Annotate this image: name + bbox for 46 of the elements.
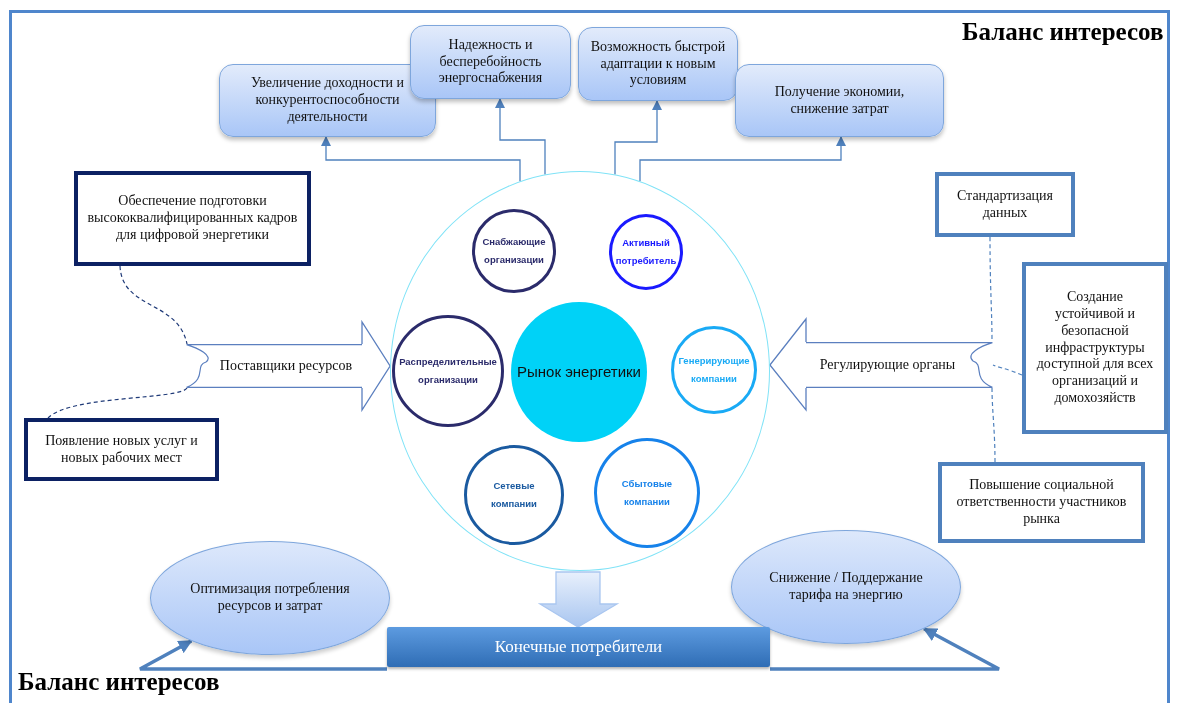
arrow-label: Регулирующие органы xyxy=(819,356,956,374)
node-text: Увеличение доходности и конкурентоспособности деятельности xyxy=(249,75,406,126)
arrow-label: Поставщики ресурсов xyxy=(219,357,353,375)
participant-label: Сетевые компании xyxy=(490,478,538,511)
node-text: Надежность и бесперебойность энергоснабжения xyxy=(437,36,544,88)
text-box xyxy=(1022,262,1168,434)
node-text: Повышение социальной ответственности участников рынка xyxy=(955,477,1128,528)
text-box xyxy=(74,171,311,266)
text-box xyxy=(24,418,219,481)
goal-box xyxy=(578,27,738,101)
dashed-connector xyxy=(992,364,1023,376)
participant-label: Сбытовые компании xyxy=(620,476,674,509)
arrow xyxy=(138,639,387,671)
participant-label: Активный потребитель xyxy=(615,235,677,268)
goal-box xyxy=(219,64,436,137)
node-text: Обеспечение подготовки высококвалифицированных кадров для цифровой энергетики xyxy=(86,193,299,244)
dashed-connector xyxy=(119,265,188,345)
node-text: Конечные потребители xyxy=(494,636,663,658)
node-text: Получение экономии, снижение затрат xyxy=(773,83,906,118)
arrow xyxy=(614,100,662,176)
heading-label: Баланс интересов xyxy=(18,668,220,696)
dashed-connector xyxy=(47,387,188,419)
node-text: Стандартизация данных xyxy=(955,187,1055,222)
node-text: Создание устойчивой и безопасной инфраструктуры доступной для всех организаций и домохозяйств xyxy=(1035,289,1155,407)
node-text: Появление новых услуг и новых рабочих мест xyxy=(44,432,199,467)
consumer-bar xyxy=(387,627,770,667)
market-label: Рынок энергетики xyxy=(517,363,641,381)
node-text: Возможность быстрой адаптации к новым условиям xyxy=(589,38,727,90)
dashed-connector xyxy=(991,387,996,463)
arrow xyxy=(495,98,546,176)
block-arrow xyxy=(537,571,620,628)
participant-label: Распределительные организации xyxy=(399,354,497,387)
arrow xyxy=(321,136,521,182)
text-box xyxy=(938,462,1145,543)
participant-label: Генерирующие компании xyxy=(678,353,750,386)
goal-box xyxy=(735,64,944,137)
node-text: Снижение / Поддержание тарифа на энергию xyxy=(768,570,924,604)
block-arrow xyxy=(769,317,807,412)
participant-label: Снабжающие организации xyxy=(481,234,547,267)
heading-label: Баланс интересов xyxy=(962,18,1164,46)
arrow xyxy=(639,136,846,182)
goal-box xyxy=(410,25,571,99)
block-arrow xyxy=(361,319,391,413)
text-box xyxy=(935,172,1075,237)
arrow xyxy=(770,627,1001,671)
node-text: Оптимизация потребления ресурсов и затрат xyxy=(189,581,351,615)
